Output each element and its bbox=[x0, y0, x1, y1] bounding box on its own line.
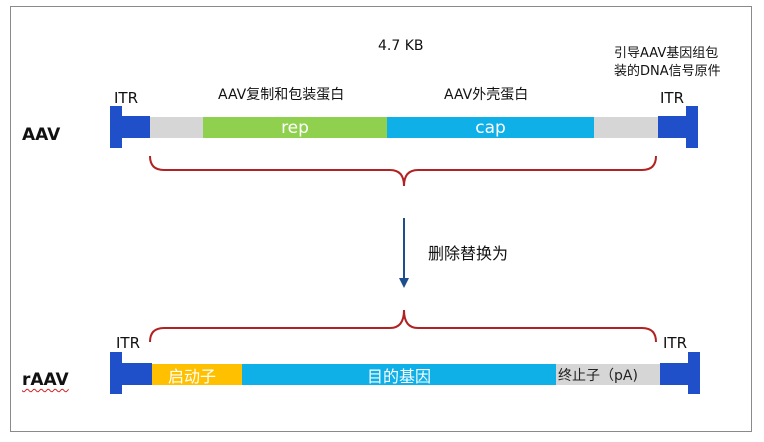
aav-itr-left-block bbox=[110, 106, 122, 148]
genome-length-label: 4.7 KB bbox=[378, 38, 424, 54]
aav-itr-right-block bbox=[686, 106, 698, 148]
promoter-segment: 启动子 bbox=[152, 364, 242, 385]
aav-itr-left-block-inner bbox=[122, 116, 150, 138]
lower-brace bbox=[149, 309, 657, 343]
raav-itr-right-block-inner bbox=[660, 363, 688, 385]
rep-segment: rep bbox=[203, 117, 387, 138]
packaging-signal-note-line1: 引导AAV基因组包 bbox=[614, 46, 719, 61]
packaging-signal-note-line2: 装的DNA信号原件 bbox=[614, 64, 721, 79]
cap-protein-caption: AAV外壳蛋白 bbox=[444, 87, 529, 103]
aav-spacer-left bbox=[150, 117, 203, 138]
diagram-frame bbox=[10, 6, 752, 432]
raav-itr-right-block bbox=[688, 352, 700, 394]
upper-brace bbox=[149, 155, 657, 187]
replacement-arrow-head bbox=[399, 278, 409, 288]
raav-itr-left-block bbox=[110, 352, 122, 394]
aav-itr-left-label: ITR bbox=[114, 89, 139, 107]
aav-itr-right-block-inner bbox=[658, 116, 686, 138]
terminator-segment: 终止子（pA) bbox=[556, 364, 660, 385]
replacement-label: 删除替换为 bbox=[428, 244, 509, 263]
gene-of-interest-segment: 目的基因 bbox=[242, 364, 556, 385]
raav-itr-left-label: ITR bbox=[116, 334, 141, 352]
raav-itr-left-block-inner bbox=[122, 363, 152, 385]
raav-itr-right-label: ITR bbox=[663, 334, 688, 352]
raav-row-label-text: rAAV bbox=[22, 370, 69, 390]
cap-segment: cap bbox=[387, 117, 594, 138]
raav-row-label: rAAV bbox=[22, 370, 69, 390]
aav-row-label: AAV bbox=[22, 125, 61, 145]
aav-spacer-right bbox=[594, 117, 658, 138]
rep-protein-caption: AAV复制和包装蛋白 bbox=[218, 87, 345, 103]
aav-itr-right-label: ITR bbox=[660, 89, 685, 107]
